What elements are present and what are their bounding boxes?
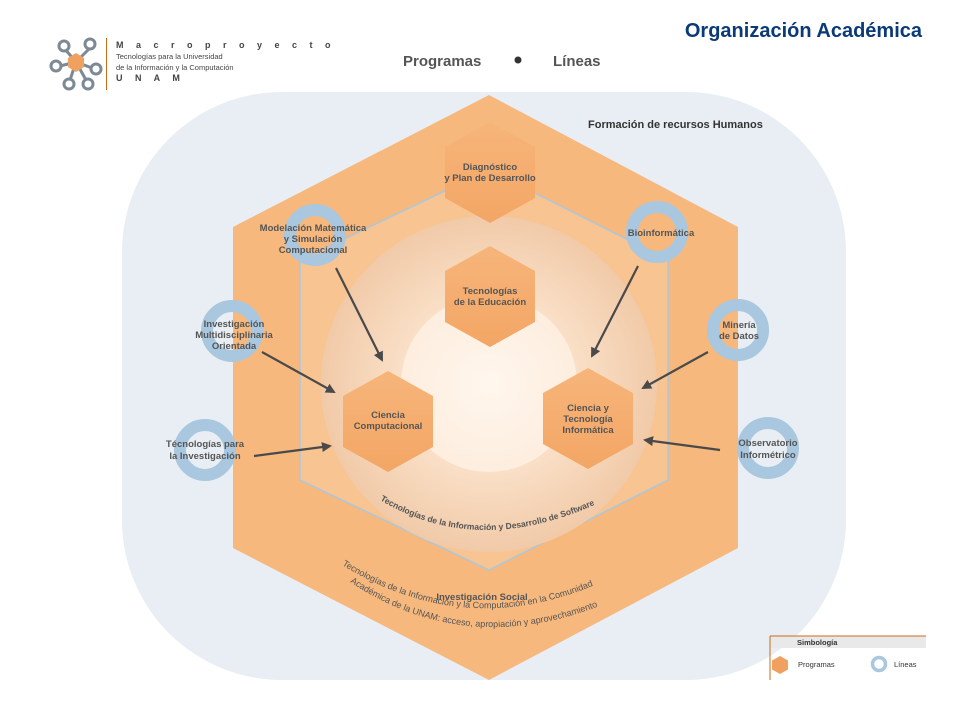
arrow-modelacion <box>335 267 383 362</box>
header-programs: Programas <box>403 53 481 70</box>
arrows <box>253 265 721 458</box>
line-rings <box>174 201 799 481</box>
program-diagnostico-label-2: y Plan de Desarrollo <box>444 173 536 184</box>
arrow-mineria <box>641 351 709 389</box>
legend-header-bg <box>770 636 926 648</box>
line-ring-tecnologias-investigacion[interactable] <box>174 419 236 481</box>
program-diagnostico-label-1: Diagnóstico <box>463 162 518 173</box>
program-hexagons <box>343 122 633 472</box>
line-labels: Modelación Matemática y Simulación Compu… <box>166 223 798 462</box>
arrow-investigacion <box>261 351 336 393</box>
logo-text: M a c r o p r o y e c t o Tecnologías pa… <box>116 40 336 84</box>
logo-line-1: M a c r o p r o y e c t o <box>116 40 336 50</box>
line-modelacion-label-1: Modelación Matemática <box>260 223 367 234</box>
program-hex-diagnostico[interactable] <box>445 122 535 223</box>
program-informatica-label-3: Informática <box>562 425 614 436</box>
arrow-observatorio <box>643 436 721 452</box>
line-ring-investigacion-multidisciplinaria[interactable] <box>201 300 263 362</box>
line-ring-observatorio[interactable] <box>737 417 799 479</box>
line-modelacion-label-2: y Simulación <box>284 234 343 245</box>
social-label: Investigación Social <box>436 592 527 603</box>
logo-divider <box>106 38 107 90</box>
arrow-tecnologias-investigacion <box>253 442 332 458</box>
program-hex-ciencia-computacional[interactable] <box>343 371 433 472</box>
program-computacional-label-2: Computacional <box>354 421 423 432</box>
program-hex-tecnologias-educacion[interactable] <box>445 246 535 347</box>
program-educacion-label-2: de la Educación <box>454 297 527 308</box>
program-labels: Diagnóstico y Plan de Desarrollo Tecnolo… <box>354 162 615 436</box>
inner-core <box>401 296 577 472</box>
header-bullet <box>514 56 522 64</box>
line-tecnologias-investigacion-label-2: la Investigación <box>169 451 240 462</box>
legend-line-icon <box>870 655 888 673</box>
line-ring-bioinformatica[interactable] <box>626 201 688 263</box>
line-ring-modelacion[interactable] <box>284 204 346 266</box>
legend: Simbología Programas Líneas <box>769 635 926 680</box>
line-mineria-label-2: de Datos <box>719 331 759 342</box>
program-informatica-label-2: Tecnología <box>563 414 613 425</box>
arrow-bioinformatica <box>591 265 639 358</box>
line-bioinformatica-label: Bioinformática <box>628 228 695 239</box>
line-observatorio-label-1: Observatorio <box>738 438 797 449</box>
top-label: Formación de recursos Humanos <box>588 119 763 131</box>
program-hex-ciencia-tecnologia-informatica[interactable] <box>543 368 633 469</box>
line-modelacion-label-3: Computacional <box>279 245 348 256</box>
program-informatica-label-1: Ciencia y <box>567 403 609 414</box>
line-ring-mineria[interactable] <box>707 299 769 361</box>
header-lines: Líneas <box>553 53 601 70</box>
program-computacional-label-1: Ciencia <box>371 410 406 421</box>
line-investigacion-label-2: Multidisciplinaria <box>195 330 273 341</box>
line-observatorio-label-2: Informétrico <box>740 450 796 461</box>
line-investigacion-label-3: Orientada <box>212 341 257 352</box>
logo-line-3: de la Información y la Computación <box>116 63 234 72</box>
legend-title: Simbología <box>797 638 838 647</box>
page-title: Organización Académica <box>684 20 922 42</box>
line-tecnologias-investigacion-label-1: Técnologías para <box>166 439 245 450</box>
line-investigacion-label-1: Investigación <box>204 319 265 330</box>
legend-programs: Programas <box>798 660 835 669</box>
logo-line-4: U N A M <box>116 73 185 83</box>
logo-line-2: Tecnologías para la Universidad <box>116 52 223 61</box>
legend-lines: Líneas <box>894 660 917 669</box>
program-educacion-label-1: Tecnologías <box>463 286 518 297</box>
line-mineria-label-1: Minería <box>722 320 756 331</box>
legend-program-icon <box>772 656 788 674</box>
molecule-logo-icon <box>49 37 103 91</box>
